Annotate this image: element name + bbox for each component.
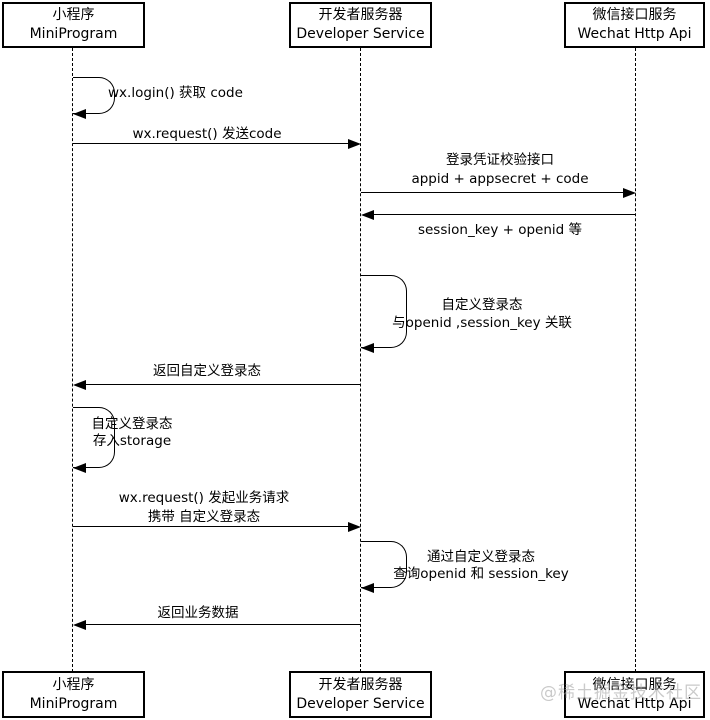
- actor-top-miniprogram: 小程序 MiniProgram: [2, 2, 145, 48]
- actor-bottom-miniprogram: 小程序 MiniProgram: [2, 671, 145, 718]
- actor-name-zh: 微信接口服务: [592, 676, 677, 693]
- actor-name-zh: 开发者服务器: [318, 676, 403, 693]
- actor-name-zh: 小程序: [52, 7, 95, 23]
- self-loop-query-openid: [361, 541, 407, 588]
- message-label-line2: 查询openid 和 session_key: [393, 566, 569, 582]
- actor-name-en: MiniProgram: [29, 695, 118, 712]
- actor-name-zh: 微信接口服务: [592, 7, 677, 23]
- message-label-line2: 携带 自定义登录态: [147, 509, 261, 525]
- arrowhead-left-icon: [73, 463, 86, 473]
- message-label-store-storage: 自定义登录态 存入storage: [92, 416, 173, 450]
- arrowhead-right-icon: [348, 522, 361, 532]
- arrowhead-left-icon: [361, 210, 374, 220]
- arrowhead-left-icon: [361, 583, 374, 593]
- arrowhead-left-icon: [361, 343, 374, 353]
- message-label-wx-request-code: wx.request() 发送code: [132, 126, 282, 142]
- message-label-line2: appid + appsecret + code: [411, 171, 589, 187]
- actor-bottom-wechat-http-api: 微信接口服务 Wechat Http Api: [564, 671, 705, 718]
- lifeline-wechat-http-api: [635, 48, 636, 672]
- arrowhead-left-icon: [73, 380, 86, 390]
- message-label-line1: 登录凭证校验接口: [445, 152, 554, 168]
- message-label-business-request: wx.request() 发起业务请求 携带 自定义登录态: [119, 489, 289, 527]
- message-line: [86, 624, 361, 625]
- message-label-line2: 存入storage: [92, 433, 172, 449]
- message-label-return-business-data: 返回业务数据: [157, 605, 239, 621]
- message-label-line1: 自定义登录态: [441, 297, 523, 313]
- actor-name-en: Wechat Http Api: [577, 26, 692, 42]
- message-label-line1: wx.request() 发起业务请求: [118, 490, 290, 506]
- actor-name-en: Developer Service: [296, 695, 425, 712]
- actor-name-zh: 小程序: [52, 676, 95, 693]
- message-label-return-login-state: 返回自定义登录态: [153, 363, 261, 379]
- arrowhead-left-icon: [73, 620, 86, 630]
- message-line: [73, 143, 349, 144]
- actor-top-developer-service: 开发者服务器 Developer Service: [289, 2, 432, 48]
- watermark: @稀土掘金技术社区: [540, 683, 702, 703]
- message-label-wx-login: wx.login() 获取 code: [108, 85, 243, 101]
- actor-name-zh: 开发者服务器: [318, 7, 403, 23]
- message-line: [374, 214, 636, 215]
- message-label-line1: 自定义登录态: [91, 416, 173, 432]
- message-label-line1: 通过自定义登录态: [426, 549, 535, 565]
- actor-name-en: MiniProgram: [29, 26, 118, 42]
- actor-name-en: Wechat Http Api: [577, 695, 692, 712]
- message-line: [86, 384, 361, 385]
- self-loop-wx-login: [73, 77, 115, 114]
- lifeline-developer-service: [360, 48, 361, 672]
- message-label-session-key: session_key + openid 等: [417, 222, 583, 238]
- arrowhead-right-icon: [623, 188, 636, 198]
- self-loop-store-storage: [73, 407, 115, 468]
- arrowhead-left-icon: [73, 109, 86, 119]
- message-label-query-openid: 通过自定义登录态 查询openid 和 session_key: [393, 549, 568, 583]
- arrowhead-right-icon: [348, 139, 361, 149]
- message-line: [73, 526, 349, 527]
- actor-bottom-developer-service: 开发者服务器 Developer Service: [289, 671, 432, 718]
- self-loop-custom-login-state: [361, 275, 407, 348]
- lifeline-miniprogram: [72, 48, 73, 672]
- message-label-custom-login-state: 自定义登录态 与openid ,session_key 关联: [392, 296, 572, 332]
- actor-name-en: Developer Service: [296, 26, 425, 42]
- message-line: [361, 192, 623, 193]
- message-label-line2: 与openid ,session_key 关联: [392, 315, 572, 331]
- actor-top-wechat-http-api: 微信接口服务 Wechat Http Api: [564, 2, 705, 48]
- message-label-login-check: 登录凭证校验接口 appid + appsecret + code: [411, 151, 588, 189]
